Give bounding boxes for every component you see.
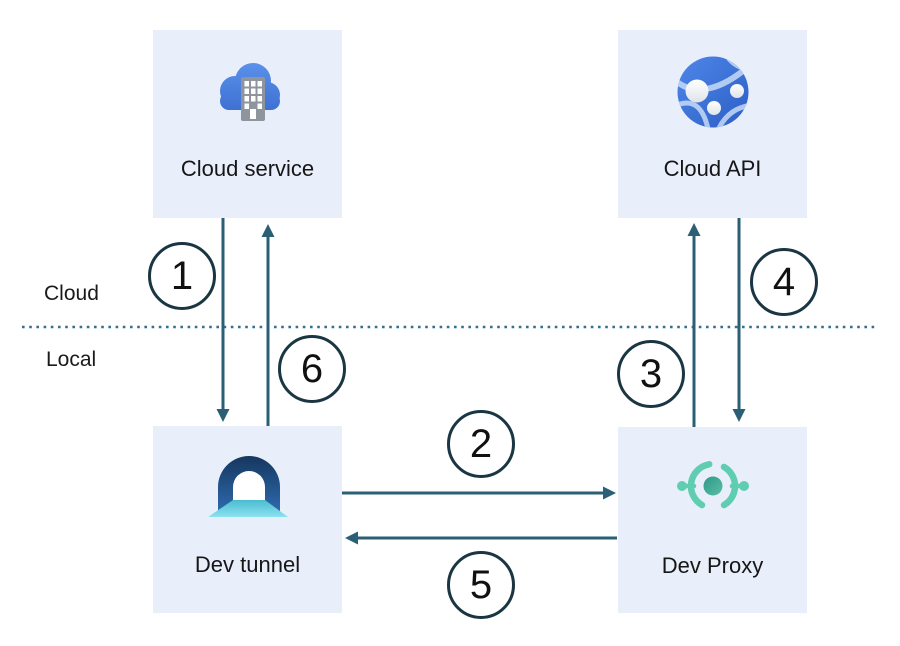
node-dev-tunnel: Dev tunnel bbox=[153, 426, 342, 613]
proxy-icon bbox=[676, 461, 749, 509]
step-badge-4: 4 bbox=[750, 248, 818, 316]
step-badge-1: 1 bbox=[148, 242, 216, 310]
cloud-building-icon bbox=[219, 63, 280, 121]
node-cloud-api: Cloud API bbox=[618, 30, 807, 218]
node-label-cloud-api: Cloud API bbox=[663, 156, 762, 181]
node-label-cloud-service: Cloud service bbox=[180, 156, 315, 181]
node-label-dev-tunnel: Dev tunnel bbox=[194, 552, 301, 577]
zone-label-local: Local bbox=[46, 348, 97, 371]
step-badge-3: 3 bbox=[617, 340, 685, 408]
node-cloud-service: Cloud service bbox=[153, 30, 342, 218]
step-badge-6: 6 bbox=[278, 335, 346, 403]
tunnel-icon bbox=[207, 456, 288, 517]
zone-label-cloud: Cloud bbox=[44, 282, 99, 305]
node-dev-proxy: Dev Proxy bbox=[618, 427, 807, 613]
api-globe-icon bbox=[677, 56, 748, 128]
step-badge-2: 2 bbox=[447, 410, 515, 478]
step-badge-5: 5 bbox=[447, 551, 515, 619]
node-label-dev-proxy: Dev Proxy bbox=[661, 553, 764, 578]
